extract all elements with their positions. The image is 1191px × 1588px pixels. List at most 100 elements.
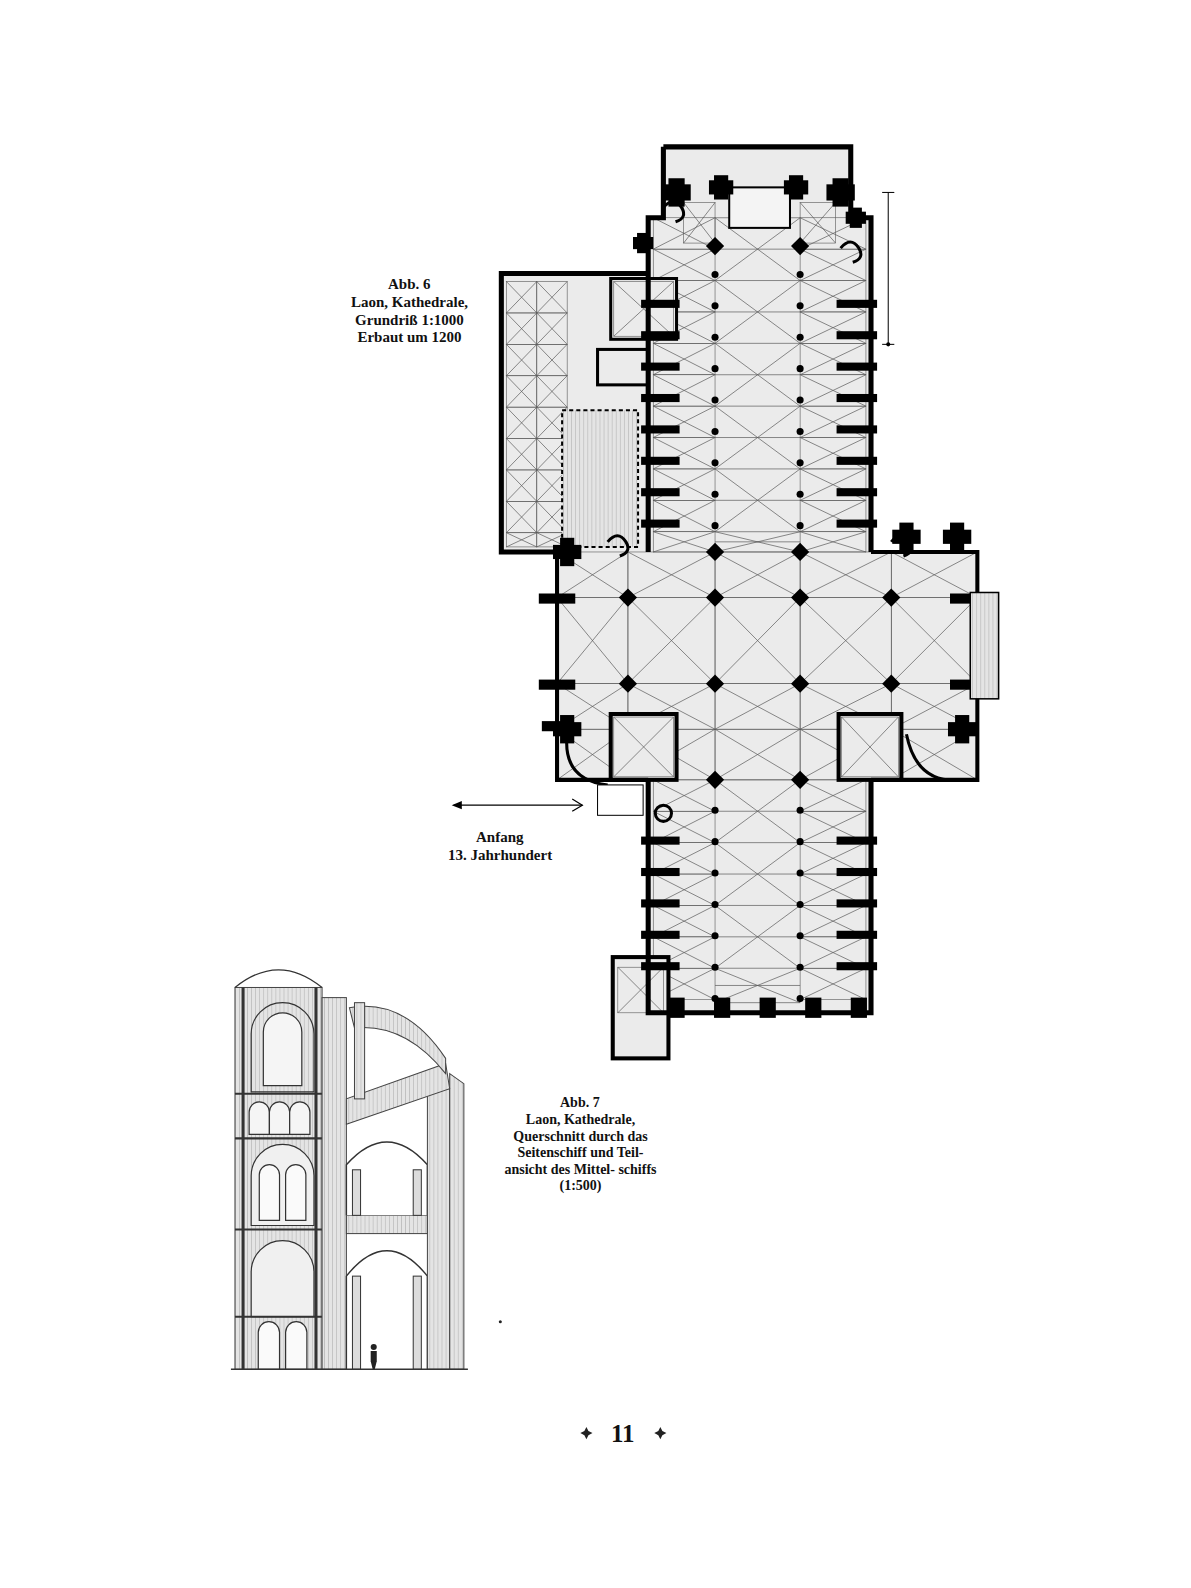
buttress	[539, 594, 575, 604]
vault-rib	[684, 203, 715, 244]
tower	[611, 714, 677, 780]
string-course	[235, 1316, 322, 1318]
vault-rib	[506, 407, 536, 438]
vault-bay	[653, 249, 715, 280]
stair	[608, 536, 628, 556]
pier	[791, 588, 809, 606]
pier	[797, 869, 804, 876]
vault-bay	[800, 532, 866, 552]
vault-rib	[506, 376, 536, 407]
entrance	[598, 785, 644, 815]
vault-bay	[715, 552, 800, 598]
vault-rib	[653, 532, 715, 552]
vault-rib	[715, 280, 800, 281]
buttress	[837, 300, 878, 308]
vault-rib	[800, 552, 891, 598]
vault-rib	[715, 249, 800, 250]
pier	[797, 522, 804, 529]
buttress	[837, 962, 878, 970]
vault-rib	[537, 282, 567, 313]
vault-rib	[715, 968, 800, 969]
figure-caption: Abb. 6	[388, 276, 431, 294]
vault-rib	[653, 249, 715, 280]
buttress	[837, 931, 878, 939]
vault-rib	[715, 311, 800, 312]
vault-rib	[891, 552, 977, 598]
vault-rib	[506, 376, 536, 407]
pier	[706, 237, 724, 255]
stair	[655, 805, 671, 821]
speck	[499, 1320, 502, 1323]
buttress	[641, 837, 679, 845]
vault-bay	[715, 684, 800, 730]
pier	[955, 715, 969, 743]
wall	[501, 273, 648, 552]
pier	[711, 807, 718, 814]
vault-rib	[715, 406, 800, 469]
pier	[797, 964, 804, 971]
vault-rib	[842, 717, 899, 777]
dimension-tick	[886, 342, 890, 346]
pier	[797, 901, 804, 908]
vault-rib	[715, 843, 800, 906]
aisle-vault	[346, 1251, 427, 1369]
pier	[797, 995, 804, 1002]
chapter-house	[562, 410, 638, 547]
vault-bay	[628, 598, 715, 684]
vault-rib	[628, 598, 715, 684]
vault-rib	[715, 469, 800, 532]
page-ornament	[580, 1427, 592, 1439]
pier	[797, 428, 804, 435]
vault-rib	[653, 249, 715, 280]
column	[352, 1170, 360, 1216]
vault-rib	[715, 468, 800, 469]
vault-rib	[715, 729, 800, 780]
pier	[619, 588, 637, 606]
plan-floor	[557, 552, 977, 780]
gallery-opening	[286, 1165, 306, 1221]
pier	[560, 538, 574, 566]
vault-bay	[800, 203, 835, 244]
vault-rib	[715, 281, 800, 344]
vault-bay	[684, 203, 715, 244]
vault-rib	[715, 968, 800, 1002]
figure-caption: Anfang	[476, 829, 524, 847]
pier	[706, 675, 724, 693]
vault-rib	[715, 905, 800, 906]
tower	[839, 714, 902, 780]
pier	[711, 932, 718, 939]
vault-bay	[614, 282, 674, 337]
vault-bay	[653, 532, 715, 552]
dado-arch	[286, 1322, 307, 1370]
vault-rib	[715, 684, 800, 730]
vault-rib	[800, 203, 835, 244]
vault-rib	[715, 406, 800, 407]
pier	[711, 964, 718, 971]
vault-rib	[715, 532, 800, 552]
pier	[711, 302, 718, 309]
pier	[797, 365, 804, 372]
stair	[841, 242, 861, 262]
buttress	[641, 300, 679, 308]
vault-rib	[506, 313, 536, 344]
buttress	[641, 931, 679, 939]
vault-bay	[506, 313, 536, 344]
vault-rib	[628, 552, 715, 598]
buttress	[837, 520, 878, 528]
vault-rib	[715, 500, 800, 501]
chapel	[567, 734, 608, 785]
vault-rib	[506, 470, 536, 501]
chapel	[598, 349, 649, 384]
buttress	[450, 1074, 464, 1370]
buttress	[805, 998, 821, 1018]
page-ornament	[654, 1427, 666, 1439]
pier	[797, 271, 804, 278]
buttress	[837, 488, 878, 496]
buttress	[851, 998, 867, 1018]
pier	[797, 334, 804, 341]
dimension-tick	[882, 192, 894, 193]
vault-rib	[715, 985, 800, 986]
vault-rib	[506, 344, 536, 375]
buttress	[837, 394, 878, 402]
pier	[711, 365, 718, 372]
